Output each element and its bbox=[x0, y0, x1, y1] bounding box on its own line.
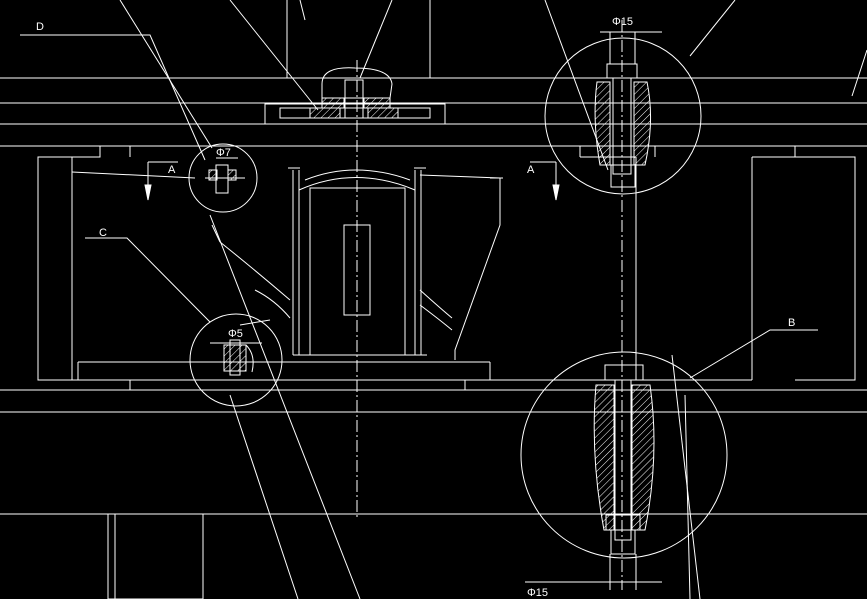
dim-phi7: Φ7 bbox=[216, 147, 231, 159]
top-column bbox=[286, 0, 431, 78]
dim-phi5: Φ5 bbox=[228, 328, 243, 340]
detail-b bbox=[520, 329, 818, 590]
label-d: D bbox=[36, 21, 44, 33]
bottom-plate bbox=[0, 389, 867, 515]
right-die bbox=[419, 174, 503, 360]
detail-top-right bbox=[544, 0, 736, 195]
label-c: C bbox=[99, 227, 107, 239]
detail-c bbox=[85, 237, 283, 407]
section-mark-left bbox=[144, 161, 178, 201]
label-b: B bbox=[788, 317, 795, 329]
leader-lines bbox=[119, 0, 867, 599]
mold-base bbox=[77, 361, 752, 390]
centerlines bbox=[356, 20, 623, 590]
label-a-right: A bbox=[527, 164, 535, 176]
label-a-left: A bbox=[168, 164, 176, 176]
detail-d bbox=[20, 34, 258, 213]
left-die bbox=[71, 171, 291, 319]
dim-phi15-top: Φ15 bbox=[612, 16, 633, 28]
section-mark-right bbox=[530, 161, 560, 201]
dim-phi15-bottom: Φ15 bbox=[527, 587, 548, 599]
bottom-feet bbox=[107, 513, 204, 599]
right-pillar bbox=[579, 146, 656, 380]
press-head bbox=[264, 67, 446, 125]
right-frame bbox=[751, 146, 856, 381]
left-frame bbox=[37, 146, 131, 381]
top-plate bbox=[0, 77, 867, 147]
